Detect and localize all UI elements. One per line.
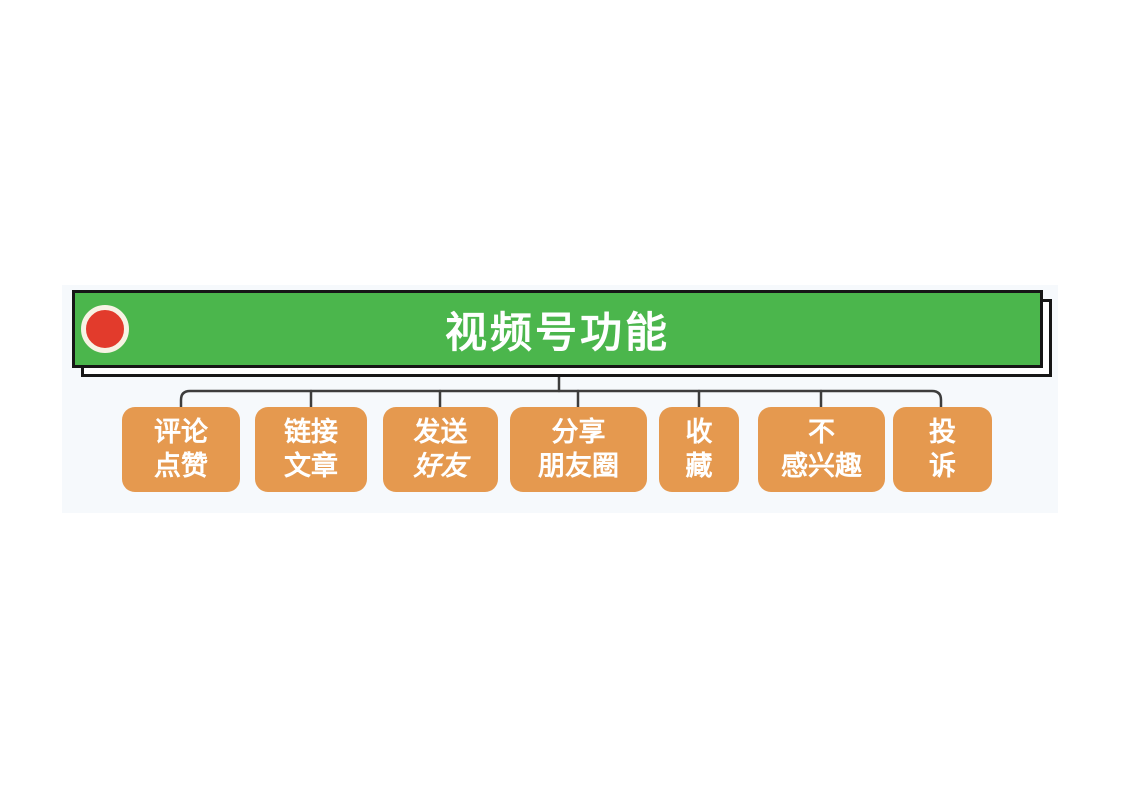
node-link-article[interactable]: 链接 文章 (255, 407, 367, 492)
node-label-line: 不 (808, 416, 835, 447)
node-label-line: 收 (685, 416, 713, 447)
node-share-moments[interactable]: 分享 朋友圈 (510, 407, 647, 492)
node-send-to-friend[interactable]: 发送 好友 (383, 407, 498, 492)
node-favorite[interactable]: 收 藏 (659, 407, 739, 492)
root-title: 视频号功能 (444, 308, 670, 356)
root-node-bar[interactable]: 视频号功能 (72, 290, 1043, 368)
node-label-line: 朋友圈 (538, 450, 619, 481)
node-comment-like[interactable]: 评论 点赞 (122, 407, 240, 492)
node-label-line: 投 (929, 416, 956, 447)
node-label-line: 诉 (929, 450, 956, 481)
record-dot-icon (81, 305, 129, 353)
node-label-line: 点赞 (154, 450, 208, 481)
node-label-line: 评论 (154, 416, 208, 447)
node-label-line: 藏 (685, 450, 713, 481)
node-label-line: 发送 (413, 416, 468, 447)
node-not-interested[interactable]: 不 感兴趣 (758, 407, 885, 492)
node-report[interactable]: 投 诉 (893, 407, 992, 492)
node-label-line: 好友 (413, 450, 468, 481)
node-label-line: 链接 (284, 416, 338, 447)
node-label-line: 感兴趣 (781, 450, 862, 481)
node-label-line: 分享 (551, 416, 606, 447)
node-label-line: 文章 (284, 450, 338, 481)
